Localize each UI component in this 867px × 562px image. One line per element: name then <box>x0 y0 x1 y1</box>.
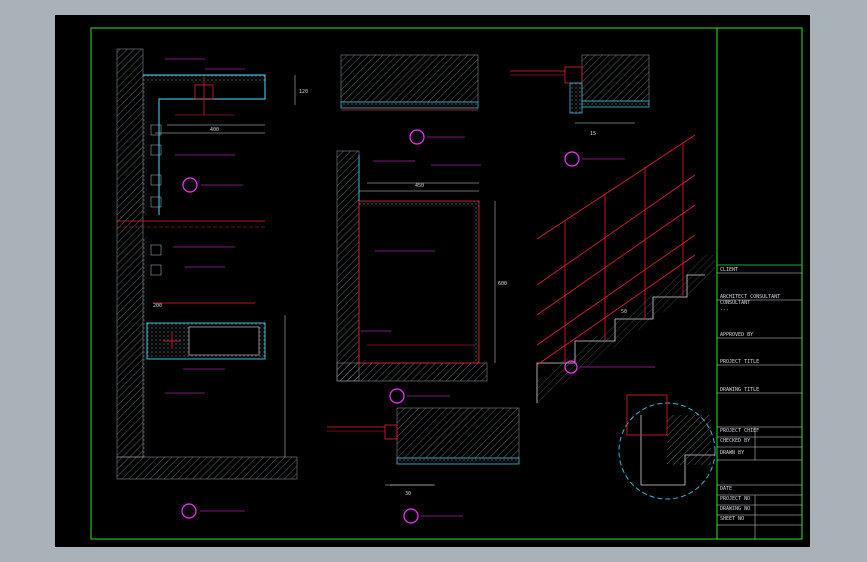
detail-right-top <box>510 54 650 167</box>
project-no-label: PROJECT NO <box>720 496 751 502</box>
drawn-by-label: DRAWN BY <box>720 450 745 456</box>
checked-label: PROJECT CHIEF <box>720 428 760 434</box>
dim-text-1: 400 <box>210 127 219 133</box>
dim-text-8: 30 <box>405 491 411 497</box>
detail-left <box>116 48 298 519</box>
detail-middle-center <box>336 150 496 404</box>
approved-label: APPROVED BY <box>720 332 754 338</box>
dim-text-6: 50 <box>621 309 627 315</box>
dim-text-2: 120 <box>299 89 308 95</box>
dim-text-4: 450 <box>415 183 424 189</box>
detail-middle-top <box>340 54 479 145</box>
title-block-frame <box>716 27 803 540</box>
drawing-no-label: DRAWING NO <box>720 506 751 512</box>
cad-drawing: 400 120 200 450 600 50 15 30 <box>90 27 803 540</box>
note-line-2: CONSULTANT <box>720 300 751 306</box>
title-block-grid <box>717 272 802 539</box>
stair-railing <box>536 134 716 500</box>
dim-text-7: 15 <box>590 131 596 137</box>
date-label: DATE <box>720 486 733 492</box>
sheet-no-label: SHEET NO <box>720 516 745 522</box>
drawing-sheet: 400 120 200 450 600 50 15 30 CLIENT ARCH… <box>55 15 810 547</box>
note-line-1: ARCHITECT CONSULTANT <box>720 294 781 300</box>
dimension-lines <box>167 122 635 486</box>
dim-text-3: 200 <box>153 303 162 309</box>
note-line-3: ... <box>720 306 730 312</box>
client-label: CLIENT <box>720 267 739 273</box>
detail-marker-2 <box>181 503 197 519</box>
drawing-title-label: DRAWING TITLE <box>720 387 760 393</box>
detail-marker-1 <box>182 177 198 193</box>
checked-by-label: CHECKED BY <box>720 438 751 444</box>
detail-middle-bottom <box>327 407 520 524</box>
dim-text-5: 600 <box>498 281 507 287</box>
project-title-label: PROJECT TITLE <box>720 359 760 365</box>
